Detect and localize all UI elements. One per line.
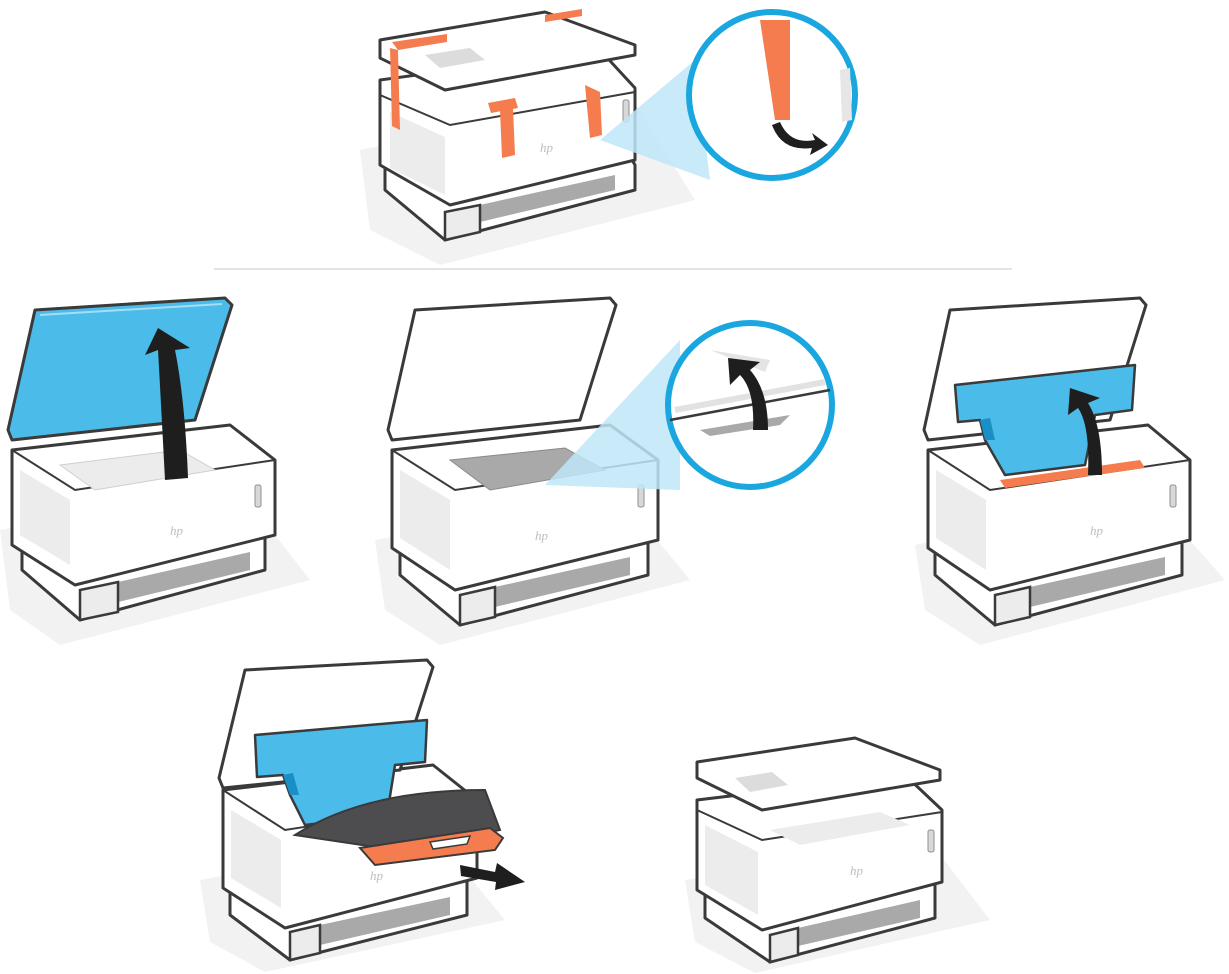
curved-arrow-up-icon [728,358,768,430]
curved-arrow-up-icon [145,328,190,480]
arrow-right-icon [460,863,525,890]
hp-logo: hp [370,868,384,883]
step-lift-output-tray: hp [910,290,1229,650]
hp-logo: hp [535,528,549,543]
curved-arrow-down-icon [772,122,828,155]
step-lift-scanner-glass-latch: hp [370,290,850,650]
curved-arrow-up-icon [1068,388,1102,475]
hp-logo: hp [850,863,864,878]
section-divider [214,268,1012,270]
hp-logo: hp [1090,523,1104,538]
step-lift-scanner-lid: hp [0,290,320,650]
hp-logo: hp [540,140,554,155]
hp-logo: hp [170,523,184,538]
step-remove-packing-sheet: hp [195,650,540,974]
step-remove-tape: hp [350,0,870,270]
step-printer-ready: hp [680,730,1000,974]
